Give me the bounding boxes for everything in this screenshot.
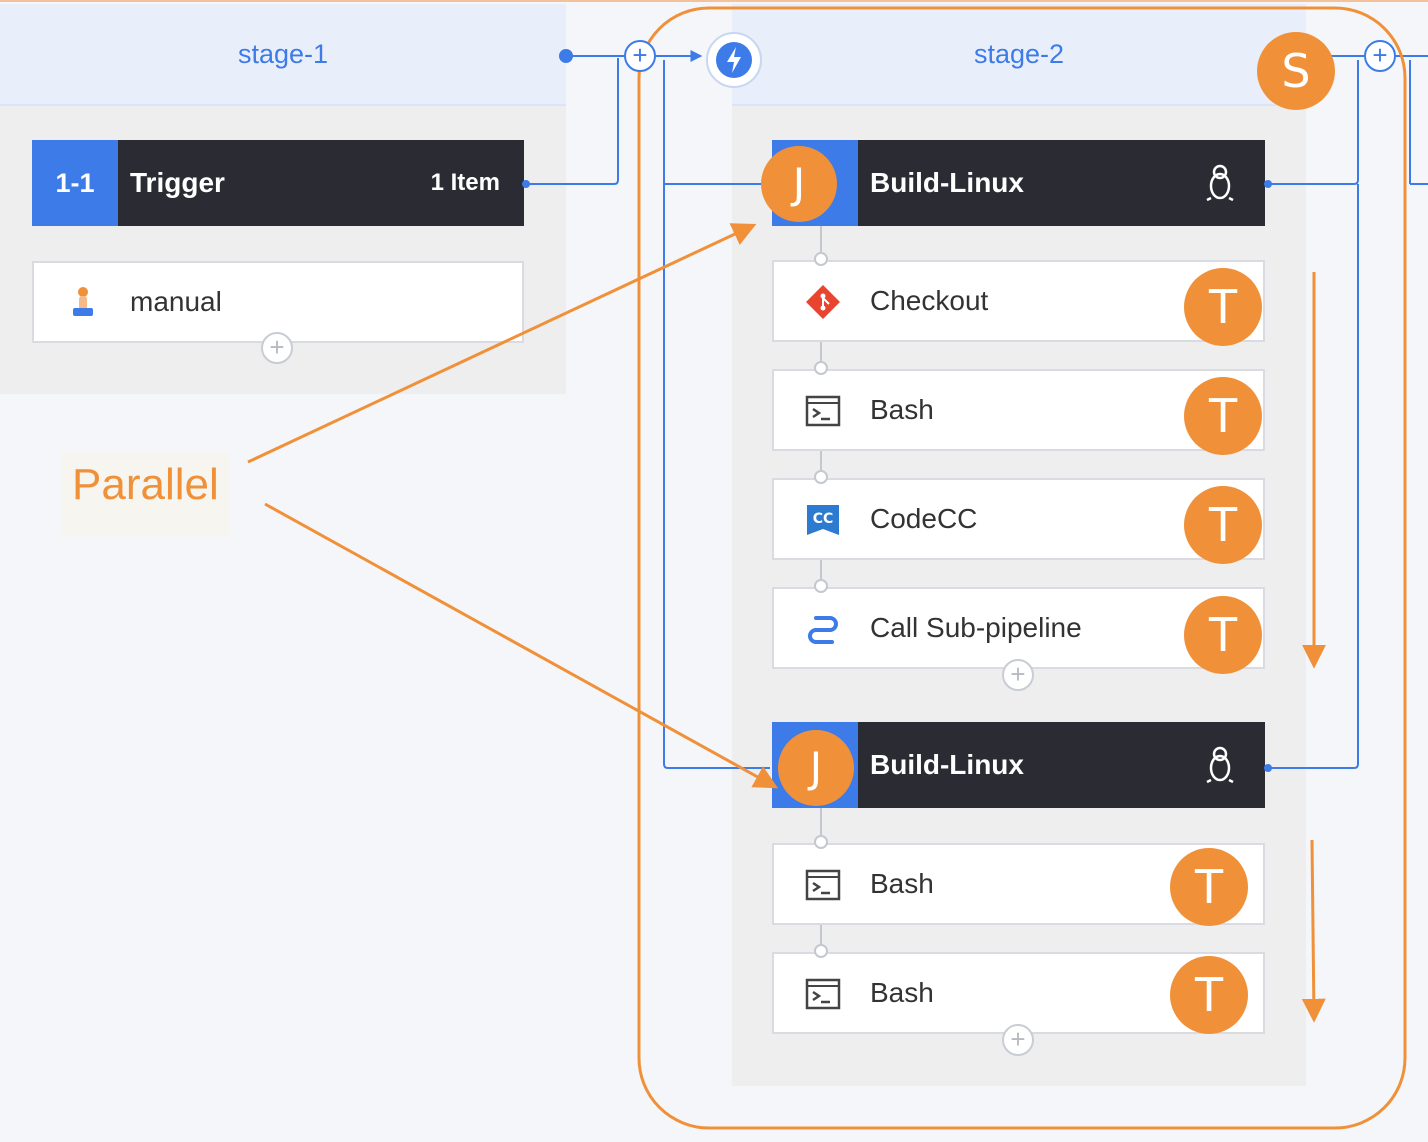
terminal-icon <box>805 869 841 901</box>
svg-text:CC: CC <box>813 511 834 527</box>
parallel-annotation: Parallel <box>62 452 230 536</box>
terminal-icon <box>805 978 841 1010</box>
task-badge: T <box>1184 268 1262 346</box>
task-label: Bash <box>870 868 934 899</box>
task-label: manual <box>130 286 222 317</box>
task-label: Bash <box>870 394 934 425</box>
task-badge: T <box>1184 596 1262 674</box>
job-badge: J <box>761 146 837 222</box>
job-index: 1-1 <box>55 168 95 198</box>
stage-2-header[interactable]: stage-2 <box>732 4 1306 106</box>
job-name: Trigger <box>130 167 225 198</box>
task-badge: T <box>1170 848 1248 926</box>
add-task-button[interactable]: + <box>1002 1024 1034 1056</box>
manual-hand-icon <box>73 287 93 316</box>
task-bash[interactable]: Bash <box>772 369 1265 451</box>
task-call-sub-pipeline[interactable]: Call Sub-pipeline <box>772 587 1265 669</box>
connector-dot <box>814 252 828 266</box>
task-codecc[interactable]: CC CodeCC <box>772 478 1265 560</box>
connector-dot <box>814 944 828 958</box>
task-label: Call Sub-pipeline <box>870 612 1082 643</box>
connector-dot <box>814 361 828 375</box>
task-badge: T <box>1184 377 1262 455</box>
stage-badge: S <box>1257 32 1335 110</box>
linux-penguin-icon <box>1206 164 1234 202</box>
job-item-count: 1 Item <box>430 169 500 196</box>
task-checkout[interactable]: Checkout <box>772 260 1265 342</box>
add-task-button[interactable]: + <box>1002 659 1034 691</box>
terminal-icon <box>805 395 841 427</box>
job-index-badge: 1-1 <box>32 140 118 226</box>
connector-dot <box>814 470 828 484</box>
task-badge: T <box>1170 956 1248 1034</box>
parallel-label: Parallel <box>72 460 219 509</box>
connector-dot <box>814 579 828 593</box>
connector-dot <box>814 835 828 849</box>
task-label: Checkout <box>870 285 989 316</box>
subpipeline-icon <box>808 616 838 644</box>
lightning-glyph <box>716 42 752 78</box>
linux-penguin-icon <box>1206 746 1234 784</box>
job-badge: J <box>778 730 854 806</box>
add-stage-button[interactable]: + <box>624 40 656 72</box>
add-task-button[interactable]: + <box>261 332 293 364</box>
add-stage-button[interactable]: + <box>1364 40 1396 72</box>
task-label: CodeCC <box>870 503 978 534</box>
task-label: Bash <box>870 977 934 1008</box>
stage-1-header[interactable]: stage-1 <box>0 4 566 106</box>
git-icon <box>806 285 840 319</box>
stage-2-title: stage-2 <box>973 39 1065 69</box>
codecc-icon: CC <box>807 505 839 535</box>
stage-1-job-trigger[interactable]: 1-1 Trigger 1 Item <box>32 140 524 226</box>
job-name: Build-Linux <box>870 167 1024 198</box>
task-manual[interactable]: manual <box>32 261 524 343</box>
task-badge: T <box>1184 486 1262 564</box>
stage-1-title: stage-1 <box>237 39 329 69</box>
lightning-icon[interactable] <box>706 32 762 88</box>
job-name: Build-Linux <box>870 749 1024 780</box>
